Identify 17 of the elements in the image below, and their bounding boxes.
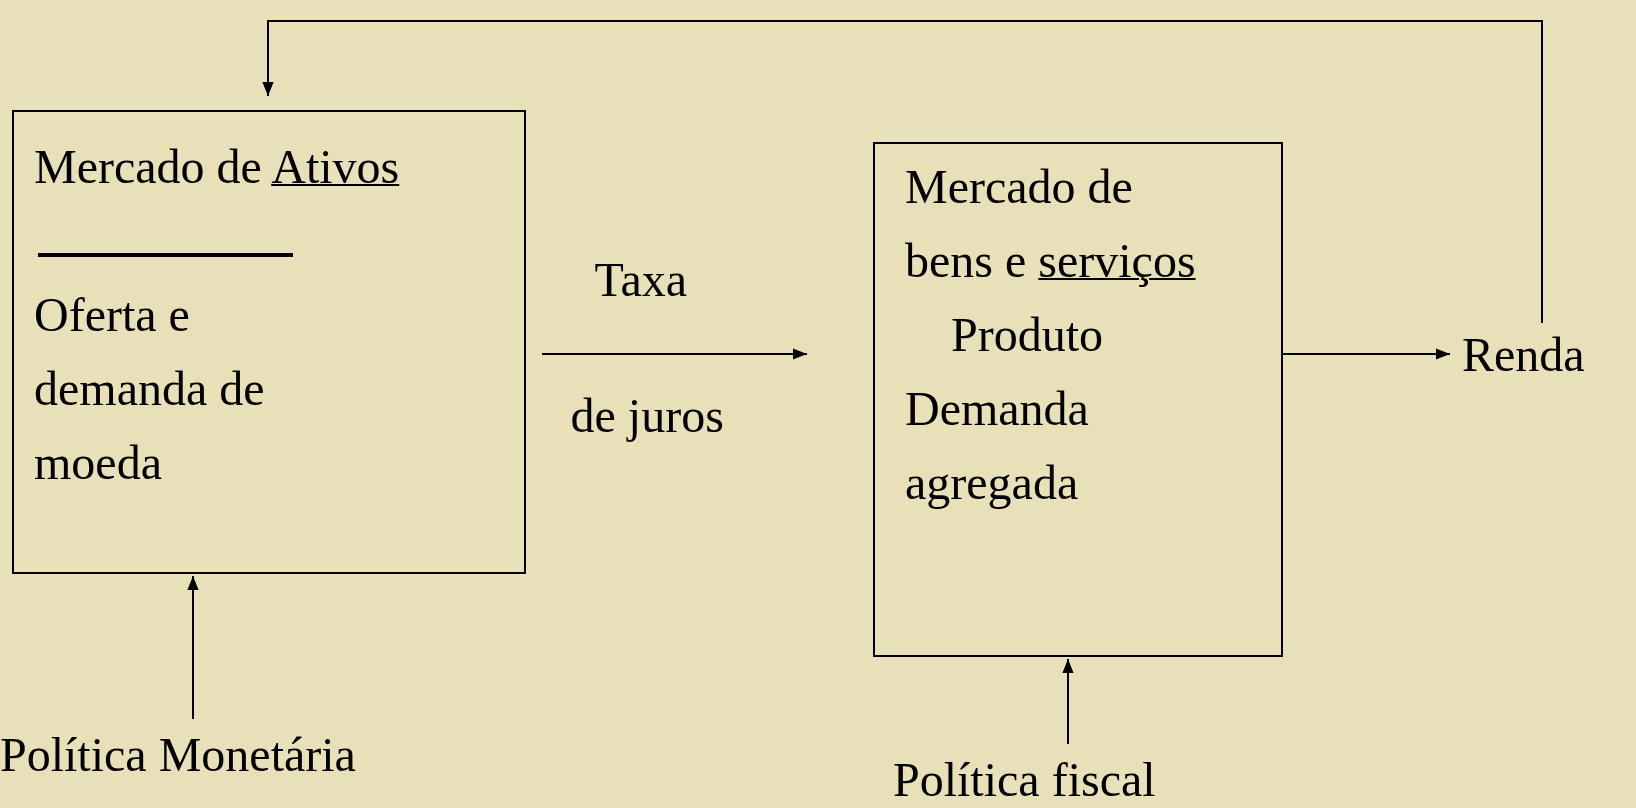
node-label: Renda [1462, 327, 1585, 383]
edge-label: Taxa [594, 252, 688, 308]
node-label: Política Monetária [0, 727, 356, 783]
edge-label: de juros [570, 388, 724, 444]
box-text: Oferta e demanda de moeda [34, 287, 266, 491]
box-heading: Mercado de bens e serviços [905, 159, 1197, 289]
arrow [1282, 348, 1451, 360]
arrow [187, 575, 199, 720]
arrow [262, 20, 1543, 324]
market-box [12, 110, 526, 574]
box-text: Produto [950, 307, 1104, 363]
box-text: Demanda agregada [905, 381, 1090, 511]
node-label: Política fiscal [893, 752, 1156, 808]
box-heading: Mercado de Ativos [34, 130, 474, 278]
arrow [541, 348, 808, 360]
arrow [1062, 658, 1074, 745]
market-box [873, 142, 1283, 657]
